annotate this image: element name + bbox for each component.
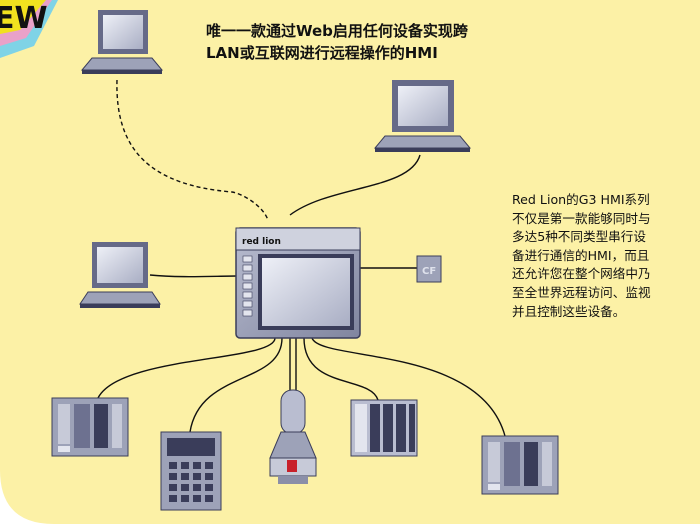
laptop-left <box>79 242 161 308</box>
description-line: 并且控制这些设备。 <box>512 303 626 319</box>
keypad-terminal <box>160 431 222 511</box>
sensor-probe <box>269 389 317 484</box>
description-line: 不仅是第一款能够同时与 <box>512 210 651 226</box>
link-left-laptop <box>149 274 238 278</box>
dashed-link-top-laptop <box>116 79 269 221</box>
laptop-top <box>80 10 164 74</box>
link-right-laptop <box>289 154 421 216</box>
link-keypad <box>189 337 283 433</box>
io-rack <box>350 399 418 457</box>
headline: 唯一一款通过Web启用任何设备实现跨 LAN或互联网进行远程操作的HMI <box>206 20 546 64</box>
headline-line-2: LAN或互联网进行远程操作的HMI <box>206 44 438 62</box>
headline-line-1: 唯一一款通过Web启用任何设备实现跨 <box>206 22 468 40</box>
link-plc-left <box>97 337 276 399</box>
connections <box>97 79 506 437</box>
laptop-right <box>373 80 472 152</box>
cf-card: CF <box>416 255 442 283</box>
description-line: Red Lion的G3 HMI系列 <box>512 192 650 207</box>
description-line: 备进行通信的HMI，而且 <box>512 247 650 263</box>
description: Red Lion的G3 HMI系列 不仅是第一款能够同时与 多达5种不同类型串行… <box>512 191 698 321</box>
g3-hmi-panel: red lion <box>235 227 361 339</box>
plc-left <box>51 397 129 457</box>
link-plc-right <box>311 337 506 437</box>
description-line: 还允许您在整个网络中乃 <box>512 266 651 282</box>
badge-text: EW <box>0 1 48 36</box>
link-io-rack <box>303 337 379 401</box>
hmi-brand-label: red lion <box>242 237 281 247</box>
cf-card-label: CF <box>422 266 436 277</box>
description-line: 多达5种不同类型串行设 <box>512 229 646 245</box>
description-line: 至全世界远程访问、监视 <box>512 284 651 300</box>
plc-right <box>481 435 559 495</box>
corner-badge: EW <box>0 0 58 58</box>
